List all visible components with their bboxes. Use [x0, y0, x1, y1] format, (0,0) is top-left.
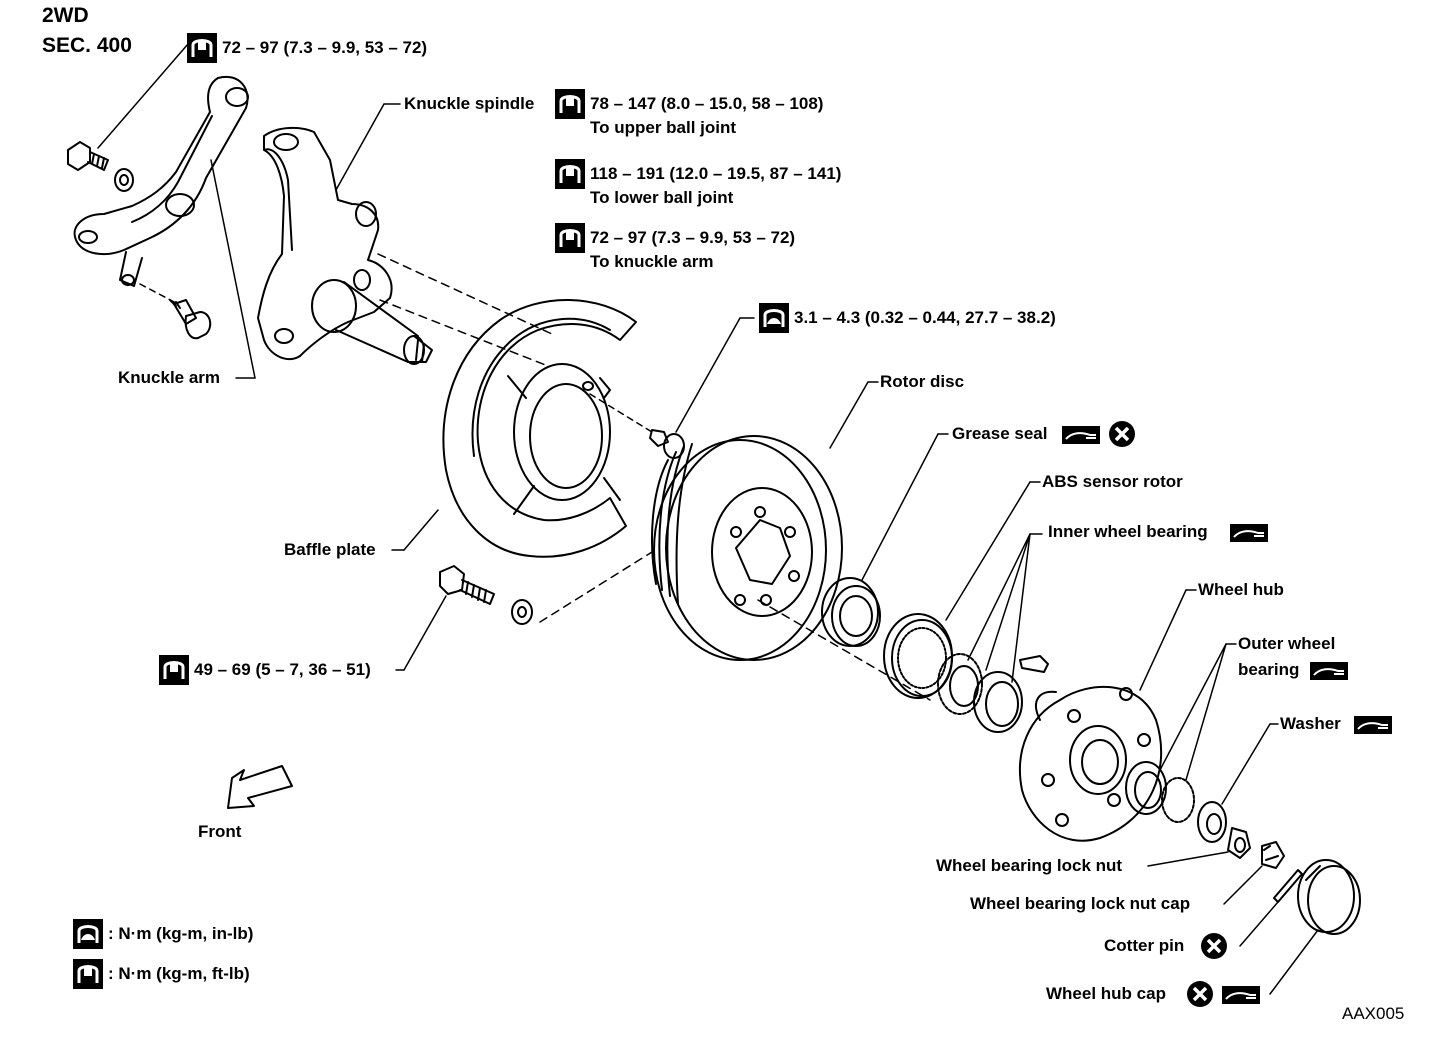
wheel-hub-cap-part: [1297, 859, 1361, 935]
section-number: SEC. 400: [42, 34, 132, 57]
torque-ftlb-icon: [554, 88, 586, 120]
front-arrow-icon: [227, 765, 293, 809]
label-knuckle-spindle: Knuckle spindle: [404, 94, 535, 113]
label-rotor-disc: Rotor disc: [880, 372, 965, 391]
label-wheel-bearing-lock-nut: Wheel bearing lock nut: [936, 856, 1123, 875]
label-outer-wheel-bearing-line2: bearing: [1238, 660, 1300, 679]
knuckle-arm: [73, 75, 249, 287]
torque-lower-ball-joint: 118 – 191 (12.0 – 19.5, 87 – 141): [590, 164, 842, 183]
legend-inlb: : N·m (kg-m, in-lb): [108, 924, 254, 943]
label-baffle-plate: Baffle plate: [284, 540, 376, 559]
grease-icon: [1062, 426, 1100, 444]
grease-icon: [1354, 716, 1392, 734]
replace-part-icon: [1200, 932, 1228, 960]
wheel-bearing-lock-nut: [1227, 827, 1251, 859]
legend-ftlb: : N·m (kg-m, ft-lb): [108, 964, 250, 983]
label-washer: Washer: [1280, 714, 1341, 733]
label-outer-wheel-bearing-line1: Outer wheel: [1238, 634, 1336, 653]
label-wheel-bearing-lock-nut-cap: Wheel bearing lock nut cap: [970, 894, 1191, 913]
baffle-plate: [442, 299, 637, 558]
knuckle-arm-lower-bolt: [169, 299, 212, 340]
washer-part: [1197, 801, 1227, 843]
grease-icon: [1222, 986, 1260, 1004]
torque-inlb-icon: [758, 302, 790, 334]
cotter-pin-part: [1273, 869, 1303, 903]
caliper-bolt: [439, 565, 533, 625]
torque-upper-ball-joint-note: To upper ball joint: [590, 118, 737, 137]
label-wheel-hub-cap: Wheel hub cap: [1046, 984, 1166, 1003]
grease-icon: [1230, 524, 1268, 542]
replace-part-icon: [1108, 420, 1136, 448]
torque-lower-ball-joint-note: To lower ball joint: [590, 188, 734, 207]
torque-ftlb-icon: [554, 158, 586, 190]
drive-type: 2WD: [42, 4, 89, 27]
torque-knuckle-arm-bolt: 72 – 97 (7.3 – 9.9, 53 – 72): [222, 38, 428, 57]
baffle-bolt: [649, 429, 685, 459]
label-knuckle-arm: Knuckle arm: [118, 368, 221, 387]
torque-knuckle-arm: 72 – 97 (7.3 – 9.9, 53 – 72): [590, 228, 796, 247]
wheel-hub: [1018, 655, 1163, 842]
label-wheel-hub: Wheel hub: [1198, 580, 1284, 599]
torque-caliper-bolt: 49 – 69 (5 – 7, 36 – 51): [194, 660, 371, 679]
torque-ftlb-icon: [186, 32, 218, 64]
label-grease-seal: Grease seal: [952, 424, 1048, 443]
abs-sensor-rotor: [883, 613, 953, 699]
figure-id: AAX005: [1342, 1004, 1405, 1023]
torque-knuckle-arm-note: To knuckle arm: [590, 252, 714, 271]
torque-ftlb-icon: [158, 654, 190, 686]
replace-part-icon: [1186, 980, 1214, 1008]
torque-inlb-icon: [72, 918, 104, 950]
grease-seal: [821, 577, 881, 647]
torque-upper-ball-joint: 78 – 147 (8.0 – 15.0, 58 – 108): [590, 94, 824, 113]
torque-ftlb-icon: [72, 958, 104, 990]
inner-wheel-bearing: [937, 653, 1023, 733]
knuckle-spindle: [257, 126, 433, 365]
label-inner-wheel-bearing: Inner wheel bearing: [1048, 522, 1208, 541]
knuckle-arm-bolt: [67, 141, 134, 192]
rotor-disc: [651, 435, 843, 661]
label-cotter-pin: Cotter pin: [1104, 936, 1185, 955]
torque-ftlb-icon: [554, 222, 586, 254]
lock-nut-cap: [1261, 841, 1285, 869]
label-abs-sensor-rotor: ABS sensor rotor: [1042, 472, 1183, 491]
label-front: Front: [198, 822, 242, 841]
grease-icon: [1310, 662, 1348, 680]
torque-baffle-bolt: 3.1 – 4.3 (0.32 – 0.44, 27.7 – 38.2): [794, 308, 1056, 327]
outer-wheel-bearing: [1125, 761, 1195, 823]
